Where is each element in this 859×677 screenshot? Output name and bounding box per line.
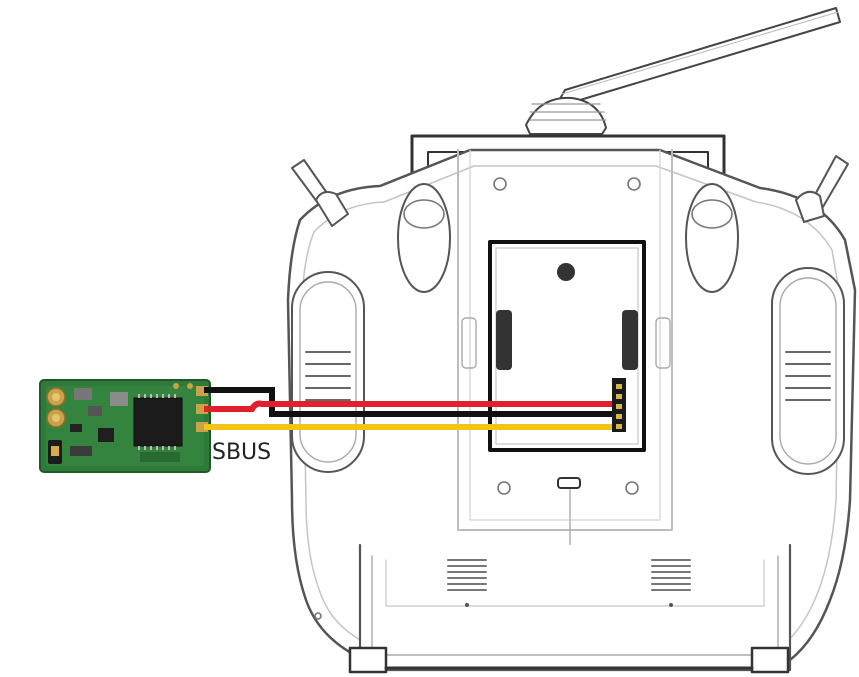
switch-right	[685, 155, 849, 293]
transmitter-body	[286, 7, 857, 674]
switch-left	[291, 159, 451, 293]
screw-holes	[314, 177, 641, 620]
grip-right	[771, 267, 845, 475]
battery-door	[348, 543, 792, 674]
usb-port	[557, 477, 581, 489]
antenna-icon	[525, 7, 841, 135]
sbus-label: SBUS	[212, 440, 271, 465]
grip-left	[291, 271, 365, 473]
wire-bundle	[204, 387, 612, 430]
receiver-board-icon	[39, 379, 211, 473]
connector-pins-icon	[612, 378, 626, 432]
module-bay-icon	[461, 240, 671, 452]
wire-power	[204, 400, 612, 412]
